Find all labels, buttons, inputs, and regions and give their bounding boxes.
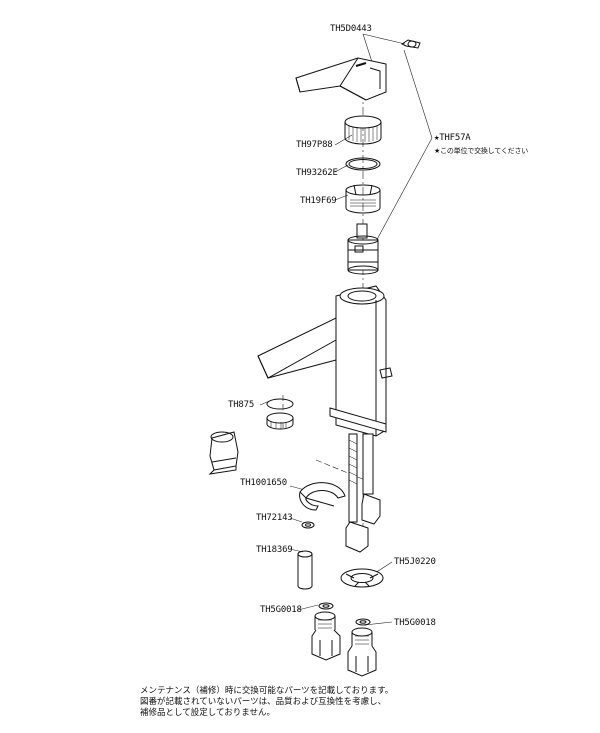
callout-th97p88: TH97P88	[296, 140, 333, 150]
callout-th1001650: TH1001650	[240, 478, 287, 488]
maintenance-note-line-1: メンテナンス（補修）時に交換可能なパーツを記載しております。	[140, 686, 394, 696]
maintenance-note: メンテナンス（補修）時に交換可能なパーツを記載しております。 図番が記載されてい…	[140, 686, 393, 719]
set-screw	[401, 39, 421, 49]
lock-plate	[340, 568, 384, 588]
maintenance-note-line-3: 補修品として設定しておりません。	[140, 708, 275, 718]
callout-th875: TH875	[228, 400, 255, 410]
callout-th5g0018-left: TH5G0018	[260, 605, 302, 615]
adaptor	[345, 184, 381, 214]
packing-left	[318, 602, 334, 610]
callout-th93262e: TH93262E	[296, 168, 338, 178]
aerator-wrench	[208, 431, 239, 475]
callout-thf57a: ★THF57A	[434, 133, 471, 143]
callout-th5d0443: TH5D0443	[330, 24, 372, 34]
callout-th72143: TH72143	[256, 513, 293, 523]
callout-th18369: TH18369	[256, 545, 293, 555]
callout-th5g0018-right: TH5G0018	[394, 618, 436, 628]
callout-th5j0220: TH5J0220	[394, 557, 436, 567]
callout-th19f69: TH19F69	[300, 196, 337, 206]
hose-nut-left	[311, 611, 341, 661]
hose-nut-right	[347, 627, 377, 677]
aerator	[266, 398, 294, 430]
maintenance-note-line-2: 図番が記載されていないパーツは、品質および互換性を考慮し、	[140, 697, 387, 707]
washer	[301, 521, 315, 529]
lever-handle	[295, 57, 387, 101]
spacer-tube	[297, 550, 313, 590]
cap-nut	[344, 115, 382, 145]
mounting-clip	[299, 482, 346, 511]
cartridge	[347, 223, 379, 275]
callout-thf57a-note: ★この単位で交換してください	[434, 147, 529, 155]
faucet-body	[257, 285, 393, 437]
o-ring	[345, 157, 381, 171]
packing-right	[355, 618, 371, 626]
supply-hoses	[345, 433, 381, 553]
